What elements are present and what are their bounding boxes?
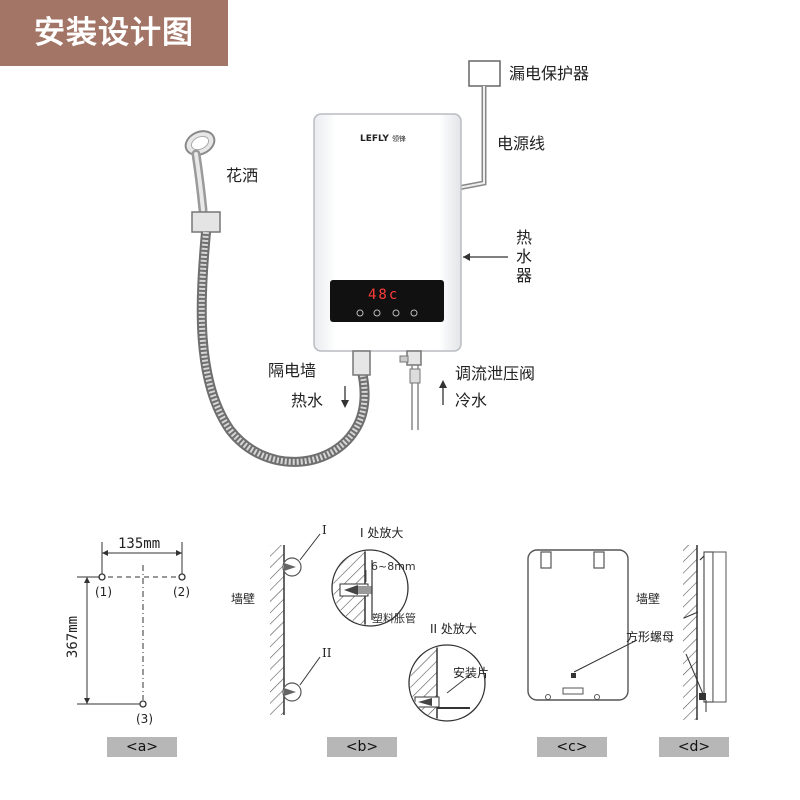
label-power-cord: 电源线 (497, 134, 546, 153)
dim-height: 367mm (65, 615, 82, 659)
point-3-label: (3) (136, 712, 153, 726)
power-cable (457, 86, 487, 191)
label-rcd: 漏电保护器 (509, 64, 590, 83)
shower-connector (191, 211, 221, 233)
mark-1: I (322, 523, 327, 537)
heater-side-view (703, 551, 714, 703)
label-wall-isolator: 隔电墙 (268, 361, 317, 380)
label-shower: 花洒 (226, 166, 259, 185)
square-nut-label: 方形螺母 (626, 630, 675, 644)
brand-logo-text: LEFLY (360, 134, 389, 144)
plastic-anchor-label: 塑料胀管 (372, 612, 416, 625)
caption-a: <a> (107, 737, 177, 757)
wall-label-d: 墙壁 (636, 592, 661, 606)
label-cold-water: 冷水 (455, 391, 488, 410)
wall-hatch-b (270, 545, 284, 715)
point-1-label: (1) (95, 585, 112, 599)
heater-display-panel (330, 280, 444, 322)
temperature-display: 48c (368, 287, 400, 303)
wall-hatch-d (683, 545, 697, 720)
label-heater: 热水器 (515, 228, 532, 285)
caption-d: <d> (659, 737, 729, 757)
brand-logo: LEFLY 领锋 (360, 134, 406, 144)
label-valve: 调流泄压阀 (455, 364, 536, 383)
mount-plate-label: 安装片 (453, 666, 490, 680)
label-hot-water: 热水 (291, 391, 324, 410)
rcd-box (468, 60, 501, 87)
brand-logo-cn: 领锋 (392, 135, 407, 143)
caption-c: <c> (537, 737, 607, 757)
detail-1-title: I 处放大 (360, 526, 404, 540)
hot-water-outlet (352, 350, 371, 376)
dim-width: 135mm (118, 536, 161, 552)
cold-water-inlet (406, 350, 422, 366)
gap-dim: 6~8mm (371, 560, 416, 573)
pressure-valve (409, 368, 421, 384)
mark-2: II (322, 646, 332, 660)
wall-label-b: 墙壁 (231, 592, 256, 606)
caption-b: <b> (327, 737, 397, 757)
heater-back-view (527, 549, 629, 701)
detail-2-title: II 处放大 (430, 622, 477, 636)
page-title-banner: 安装设计图 (0, 0, 228, 66)
point-2-label: (2) (173, 585, 190, 599)
